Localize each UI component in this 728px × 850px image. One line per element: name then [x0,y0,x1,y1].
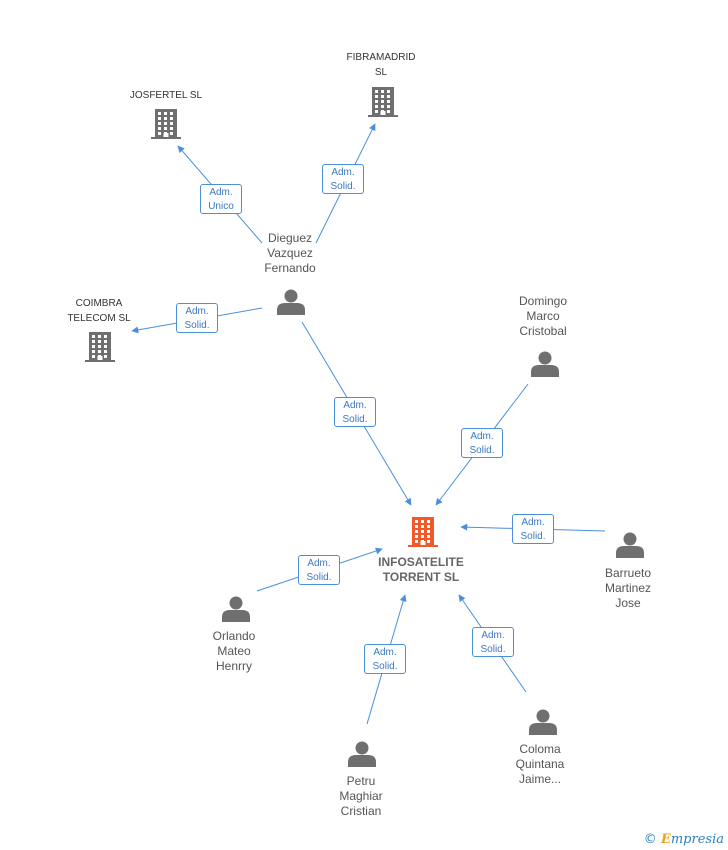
role-badge-text: Adm. [470,431,494,442]
person-icon-orlando[interactable] [222,596,250,623]
role-badge-text: Solid. [330,181,356,192]
role-badge-text: Solid. [372,661,398,672]
node-label-line: Coloma [519,742,561,756]
role-badge-orlando-infosatelite[interactable]: Adm. Solid. [298,555,340,585]
node-label-line: TORRENT SL [382,570,460,584]
node-label-line: Martinez [604,581,651,595]
brand-initial: E [660,832,671,847]
role-badge-coloma-infosatelite[interactable]: Adm. Solid. [472,627,514,657]
role-badge-dieguez-josfertel[interactable]: Adm. Unico [200,184,242,214]
role-badge-text: Solid. [342,414,368,425]
role-badge-text: Adm. [343,400,367,411]
node-label-line: Henrry [215,659,253,673]
role-badge-text: Unico [208,201,234,212]
role-badge-text: Adm. [521,517,545,528]
building-icon-infosatelite[interactable] [408,517,438,547]
node-label-line: Jaime... [518,772,562,786]
role-badge-text: Solid. [520,531,546,542]
node-label-line: Cristian [340,804,382,818]
role-badge-dieguez-fibramadrid[interactable]: Adm. Solid. [322,164,364,194]
role-badge-text: Adm. [209,187,233,198]
person-icon-dieguez[interactable] [277,289,305,316]
node-label-line: Maghiar [339,789,383,803]
role-badge-text: Solid. [480,644,506,655]
node-label-josfertel[interactable]: JOSFERTEL SL [130,88,202,103]
building-icon-josfertel[interactable] [151,109,181,139]
role-badge-barrueto-infosatelite[interactable]: Adm. Solid. [512,514,554,544]
node-label-coimbra[interactable]: COIMBRA TELECOM SL [67,296,130,326]
node-label-line: Dieguez [267,231,313,245]
role-badge-text: Adm. [331,167,355,178]
role-badge-domingo-infosatelite[interactable]: Adm. Solid. [461,428,503,458]
node-label-line: Domingo [518,294,568,308]
role-badge-text: Solid. [469,445,495,456]
role-badge-text: Adm. [481,630,505,641]
role-badge-text: Adm. [307,558,331,569]
role-badge-dieguez-coimbra[interactable]: Adm. Solid. [176,303,218,333]
node-label-line: Petru [346,774,376,788]
person-icon-barrueto[interactable] [616,532,644,559]
node-label-line: SL [374,67,388,78]
node-label-line: Marco [526,309,560,323]
role-badge-dieguez-infosatelite[interactable]: Adm. Solid. [334,397,376,427]
person-icon-domingo[interactable] [531,351,559,378]
node-label-line: FIBRAMADRID [346,52,416,63]
node-label-line: Fernando [264,261,316,275]
brand-name: mpresia [670,832,724,847]
node-label-line: Mateo [217,644,251,658]
copyright-symbol: © [643,832,657,847]
node-label-line: Jose [615,596,641,610]
role-badge-text: Adm. [185,306,209,317]
role-badge-petru-infosatelite[interactable]: Adm. Solid. [364,644,406,674]
node-label-line: Orlando [212,629,256,643]
role-badge-text: Solid. [184,320,210,331]
node-label-line: TELECOM SL [67,313,131,324]
node-label-fibramadrid[interactable]: FIBRAMADRID SL [347,50,416,80]
role-badge-text: Adm. [373,647,397,658]
person-icon-petru[interactable] [348,741,376,768]
node-label-line: Quintana [515,757,565,771]
node-label-line: COIMBRA [75,298,123,309]
node-label-line: Vazquez [267,246,313,260]
role-badge-text: Solid. [306,572,332,583]
person-icon-coloma[interactable] [529,709,557,736]
node-label-line: Cristobal [519,324,567,338]
brand-footer[interactable]: © Empresia [644,832,724,847]
building-icon-coimbra[interactable] [85,332,115,362]
node-label-line: INFOSATELITE [378,555,464,569]
building-icon-fibramadrid[interactable] [368,87,398,117]
node-label-line: Barrueto [604,566,652,580]
node-label-line: JOSFERTEL SL [129,90,203,101]
